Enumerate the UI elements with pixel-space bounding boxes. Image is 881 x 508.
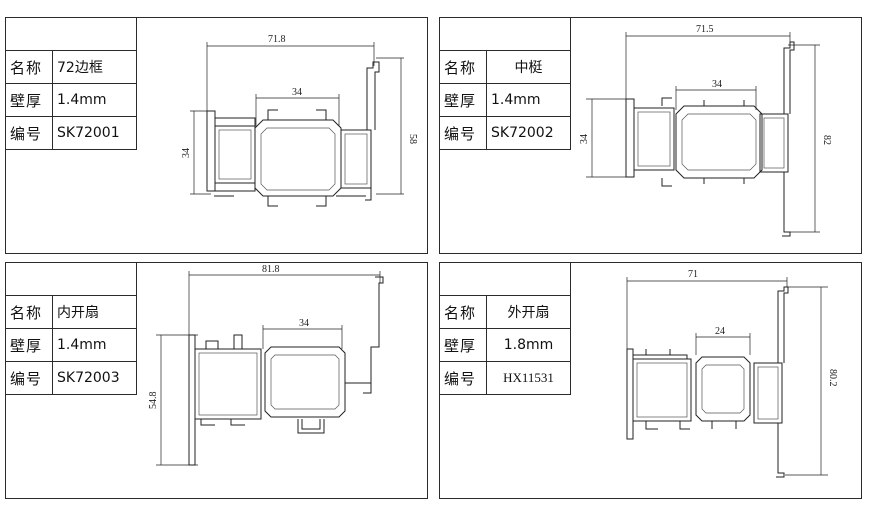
dim-width: 81.8 [262,264,280,275]
label-thickness: 壁厚 [439,83,487,117]
label-code: 编号 [439,361,487,395]
dim-inner: 34 [299,318,309,329]
profile-drawing-1: 71.8 34 34 58 [181,34,418,207]
label-code: 编号 [5,361,53,395]
profile-code: HX11531 [486,361,571,395]
profile-panel-2: 名称 中梃 壁厚 1.4mm 编号 SK72002 71.5 34 34 82 [439,17,862,254]
dim-width: 71.5 [696,24,714,35]
label-name: 名称 [5,50,53,84]
profile-name: 中梃 [486,50,571,84]
profile-code: SK72003 [52,361,137,395]
profile-drawing-4: 71 24 80.2 [626,269,838,478]
dim-right: 80.2 [827,369,838,387]
spec-table-2: 名称 中梃 壁厚 1.4mm 编号 SK72002 [439,17,571,150]
label-code: 编号 [5,116,53,150]
label-thickness: 壁厚 [5,83,53,117]
profile-panel-1: 名称 72边框 壁厚 1.4mm 编号 SK72001 71.8 34 34 5… [5,17,428,254]
profile-name: 内开扇 [52,295,137,329]
profile-name: 72边框 [52,50,137,84]
dim-inner: 34 [292,87,302,98]
dim-inner: 34 [712,79,722,90]
dim-left: 34 [579,134,590,144]
spec-table-3: 名称 内开扇 壁厚 1.4mm 编号 SK72003 [5,262,137,395]
dim-width: 71.8 [268,34,286,45]
dim-left: 34 [181,148,192,158]
dim-right: 82 [821,135,832,145]
label-name: 名称 [439,50,487,84]
wall-thickness: 1.4mm [52,328,137,362]
profile-panel-4: 名称 外开扇 壁厚 1.8mm 编号 HX11531 71 24 80.2 [439,262,862,499]
dim-width: 71 [688,269,698,280]
profile-panel-3: 名称 内开扇 壁厚 1.4mm 编号 SK72003 81.8 34 54.8 [5,262,428,499]
profile-drawing-3: 81.8 34 54.8 [148,264,384,466]
profile-code: SK72002 [486,116,571,150]
label-code: 编号 [439,116,487,150]
label-thickness: 壁厚 [5,328,53,362]
profile-code: SK72001 [52,116,137,150]
profile-name: 外开扇 [486,295,571,329]
dim-inner: 24 [715,326,725,337]
dim-right: 58 [407,134,418,144]
label-name: 名称 [439,295,487,329]
spec-table-4: 名称 外开扇 壁厚 1.8mm 编号 HX11531 [439,262,571,395]
wall-thickness: 1.4mm [486,83,571,117]
dim-left: 54.8 [148,392,159,410]
profile-drawing-2: 71.5 34 34 82 [579,24,832,237]
spec-table-1: 名称 72边框 壁厚 1.4mm 编号 SK72001 [5,17,137,150]
label-name: 名称 [5,295,53,329]
